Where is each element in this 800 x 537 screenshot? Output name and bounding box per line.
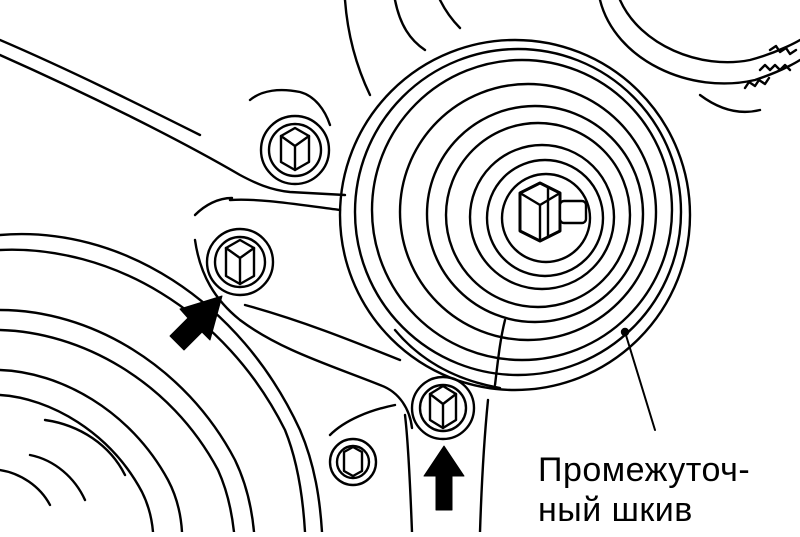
- arrow-left-bolt: [169, 295, 223, 351]
- timing-gear: [598, 0, 800, 114]
- label-line-1: Промежуточ-: [538, 451, 751, 489]
- bolt-upper: [259, 114, 331, 186]
- crank-pulley: [0, 232, 324, 534]
- bolt-mounting-lower: [410, 375, 476, 441]
- bolt-mounting-left: [205, 227, 275, 297]
- engine-block-outline: [0, 0, 507, 534]
- leader-line: [620, 327, 656, 431]
- label-line-2: ный шкив: [538, 491, 693, 529]
- bolt-small: [328, 437, 378, 487]
- center-hex-nut: [518, 181, 588, 243]
- idler-pulley: [338, 38, 692, 392]
- arrow-lower-bolt: [423, 445, 465, 511]
- idler-pulley-label: Промежуточ- ный шкив: [538, 450, 750, 530]
